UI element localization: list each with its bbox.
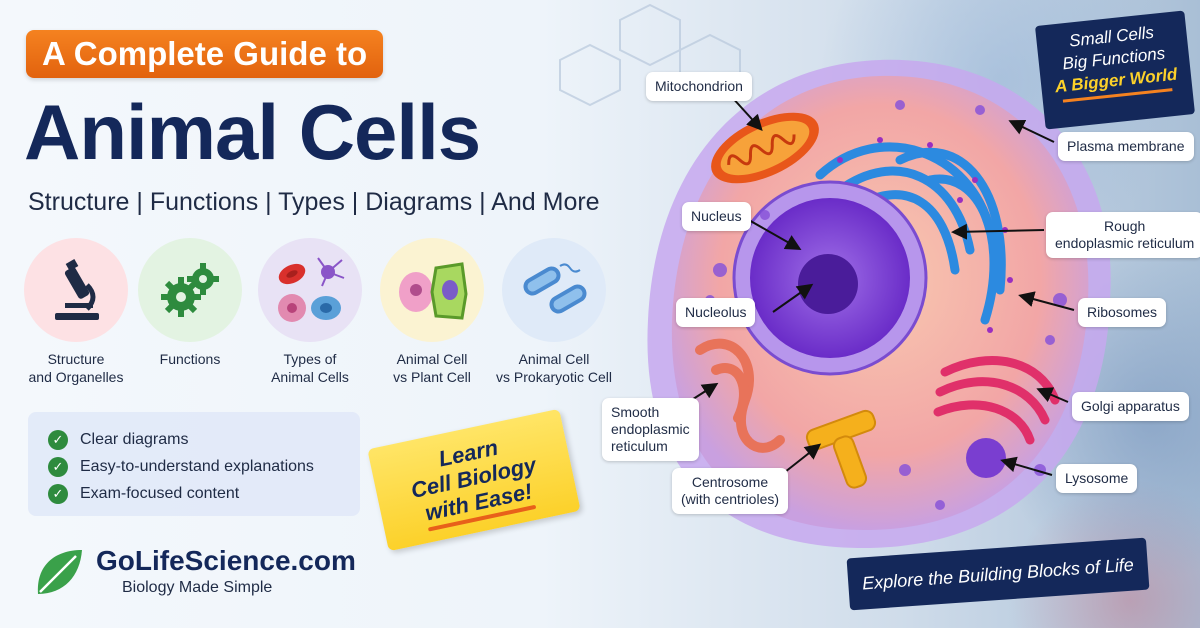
leaf-icon (37, 550, 82, 594)
list-item: ✓ Easy-to-understand explanations (48, 453, 340, 480)
label-smooth-er: Smooth endoplasmic reticulum (602, 398, 699, 461)
label-rough-er: Rough endoplasmic reticulum (1046, 212, 1200, 258)
gears-icon (138, 238, 242, 342)
subtitle: Structure | Functions | Types | Diagrams… (28, 188, 600, 216)
page-title: Animal Cells (24, 88, 481, 176)
label-mitochondrion: Mitochondrion (646, 72, 752, 101)
brand-name: GoLifeScience.com (96, 545, 356, 576)
brand-logo[interactable]: GoLifeScience.com Biology Made Simple (30, 544, 356, 600)
microscope-icon (24, 238, 128, 342)
cell-comparison-icon (380, 238, 484, 342)
mitochondrion (711, 112, 819, 184)
guide-pill: A Complete Guide to (26, 30, 384, 78)
bacteria-icon (502, 238, 606, 342)
label-nucleus: Nucleus (682, 202, 751, 231)
brand-tagline: Biology Made Simple (122, 579, 273, 596)
label-ribosomes: Ribosomes (1078, 298, 1167, 327)
check-icon: ✓ (48, 429, 68, 450)
label-plasma-membrane: Plasma membrane (1058, 132, 1194, 161)
topic-functions[interactable]: Functions (130, 238, 250, 368)
list-item: ✓ Clear diagrams (48, 426, 340, 453)
label-nucleolus: Nucleolus (676, 298, 756, 327)
label-lysosome: Lysosome (1056, 464, 1138, 493)
cell-types-icon (258, 238, 362, 342)
check-icon: ✓ (48, 483, 68, 504)
lysosome (966, 438, 1006, 478)
tagline-banner: Small Cells Big Functions A Bigger World (1034, 10, 1196, 130)
label-centrosome: Centrosome (with centrioles) (672, 468, 789, 514)
list-item: ✓ Exam-focused content (48, 480, 340, 507)
feature-list: ✓ Clear diagrams ✓ Easy-to-understand ex… (28, 412, 360, 516)
nucleolus (798, 254, 858, 314)
centrosome (805, 409, 877, 489)
topic-label: Functions (159, 351, 221, 367)
label-golgi-apparatus: Golgi apparatus (1072, 392, 1189, 421)
check-icon: ✓ (48, 456, 68, 477)
smooth-endoplasmic-reticulum (695, 338, 785, 453)
